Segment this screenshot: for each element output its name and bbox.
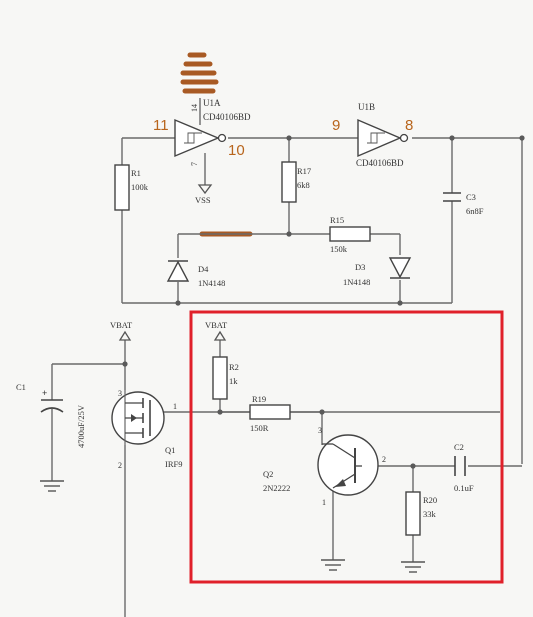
c2-capacitor[interactable] [454, 456, 466, 476]
q1-ref: Q1 [165, 445, 175, 455]
r17-ref: R17 [297, 166, 311, 176]
q2-pin-base: 2 [382, 455, 386, 464]
u1b-pin-out: 8 [405, 117, 413, 134]
vbat-right-label: VBAT [205, 320, 228, 330]
junction-c1-vbat [122, 361, 128, 367]
c1-value: 4700uF/25V [76, 404, 86, 448]
r15-ref: R15 [330, 215, 344, 225]
q1-pin-source: 3 [118, 389, 122, 398]
d3-value: 1N4148 [343, 277, 370, 287]
q2-pin-collector: 3 [318, 426, 322, 435]
c2-ref: C2 [454, 442, 464, 452]
r2-resistor[interactable] [212, 356, 228, 400]
power-stage-wiring [51, 340, 500, 617]
d4-diode[interactable] [166, 260, 190, 282]
r1-value: 100k [131, 182, 149, 192]
u1a-pin-vss: 7 [190, 162, 199, 166]
q1-pin-gate: 1 [173, 402, 177, 411]
r19-value: 150R [250, 423, 269, 433]
u1b-pin-in: 9 [332, 117, 340, 134]
c1-ref: C1 [16, 382, 26, 392]
c3-ref: C3 [466, 192, 476, 202]
q2-pin-emitter: 1 [322, 498, 326, 507]
vbat-left-label: VBAT [110, 320, 133, 330]
q2-transistor[interactable] [317, 434, 379, 496]
vss-label: VSS [195, 195, 211, 205]
q2-value: 2N2222 [263, 483, 290, 493]
c1-ground-icon [40, 480, 64, 492]
r15-value: 150k [330, 244, 348, 254]
d4-ref: D4 [198, 264, 209, 274]
r17-resistor[interactable] [281, 161, 297, 203]
r20-resistor[interactable] [405, 491, 421, 536]
r17-value: 6k8 [297, 180, 310, 190]
vbat-left-symbol [118, 330, 132, 341]
d3-ref: D3 [355, 262, 365, 272]
r19-ref: R19 [252, 394, 266, 404]
junction-dots-top [175, 135, 525, 306]
q2-ground-icon [321, 559, 345, 571]
u1b-ref: U1B [358, 102, 375, 112]
r20-ref: R20 [423, 495, 437, 505]
u1a-pin-vdd: 14 [190, 104, 199, 112]
oscillator-wiring [121, 98, 523, 464]
d3-diode[interactable] [388, 257, 412, 279]
d4-value: 1N4148 [198, 278, 225, 288]
u1a-pin-out: 10 [228, 142, 245, 159]
u1a-pin-in: 11 [153, 117, 169, 134]
r2-ref: R2 [229, 362, 239, 372]
highlight-box [189, 310, 504, 584]
junction-dots-driver [217, 409, 416, 469]
q1-mosfet[interactable] [111, 390, 165, 445]
svg-text:+: + [42, 388, 47, 398]
u1b-part: CD40106BD [356, 158, 404, 168]
r1-resistor[interactable] [114, 164, 130, 211]
r20-ground-icon [401, 561, 425, 573]
u1a-ref: U1A [203, 98, 221, 108]
c2-value: 0.1uF [454, 483, 474, 493]
r1-ref: R1 [131, 168, 141, 178]
c3-capacitor[interactable] [443, 192, 461, 202]
u1a-inverter[interactable] [174, 118, 227, 158]
q1-pin-drain: 2 [118, 461, 122, 470]
r2-value: 1k [229, 376, 238, 386]
c1-capacitor[interactable]: + [40, 388, 64, 413]
q1-value: IRF9 [165, 459, 182, 469]
c3-value: 6n8F [466, 206, 484, 216]
vbat-right-symbol [213, 330, 227, 341]
u1b-inverter[interactable] [357, 118, 409, 158]
q2-ref: Q2 [263, 469, 273, 479]
r20-value: 33k [423, 509, 437, 519]
driver-wiring [219, 340, 522, 562]
r15-resistor[interactable] [329, 226, 371, 242]
r19-resistor[interactable] [249, 404, 291, 420]
u1a-part: CD40106BD [203, 112, 251, 122]
